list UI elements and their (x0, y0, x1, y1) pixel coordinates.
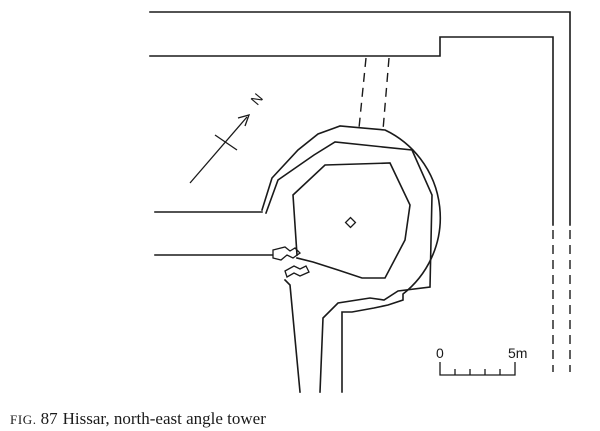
figure-caption-text: Hissar, north-east angle tower (62, 409, 266, 428)
north-arrow-label: N (247, 90, 266, 108)
scale-end-label: 5m (508, 345, 527, 361)
east-wall-dashed-lines (552, 230, 571, 372)
north-curtain-wall (149, 11, 571, 226)
connecting-passage-dashed (358, 57, 390, 131)
tower-outer-wall (260, 125, 442, 393)
central-chamber-octagon (292, 162, 411, 279)
tower-plan-drawing: N 0 5m (149, 11, 571, 393)
figure-number: 87 (40, 409, 58, 428)
loophole-embrasures (272, 246, 310, 278)
north-arrow: N (189, 90, 266, 184)
tower-gallery-wall (264, 141, 433, 393)
figure-prefix: FIG. (10, 412, 37, 427)
central-chamber (283, 278, 301, 393)
west-curtain-wall (154, 211, 273, 256)
scale-start-label: 0 (436, 345, 444, 361)
central-marker (344, 216, 357, 229)
scale-bar: 0 5m (436, 345, 527, 376)
